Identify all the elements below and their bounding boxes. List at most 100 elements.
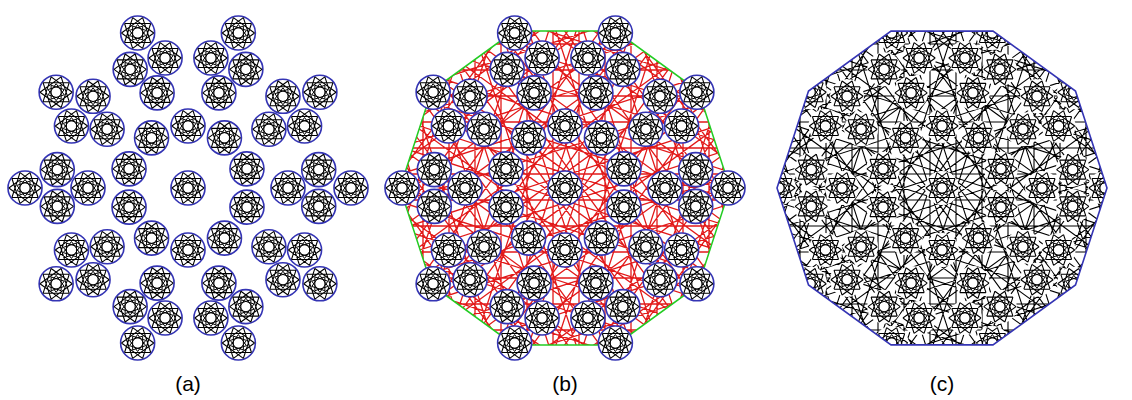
rosette bbox=[140, 76, 174, 110]
rosette bbox=[825, 171, 859, 205]
rosette bbox=[417, 189, 451, 223]
rosette bbox=[230, 152, 264, 186]
rosette bbox=[112, 152, 146, 186]
rosette bbox=[202, 266, 236, 300]
rosette bbox=[643, 79, 677, 113]
rosette bbox=[866, 190, 900, 224]
rosette bbox=[948, 41, 982, 75]
rosette bbox=[229, 290, 263, 324]
rosette bbox=[121, 326, 155, 360]
rosette bbox=[1020, 79, 1054, 113]
rosette bbox=[1042, 233, 1076, 267]
rosette bbox=[975, 326, 1009, 360]
rosette bbox=[302, 189, 336, 223]
rosette bbox=[467, 112, 501, 146]
rosette bbox=[416, 75, 450, 109]
rosette bbox=[40, 189, 74, 223]
rosette bbox=[1056, 189, 1090, 223]
rosette bbox=[665, 233, 699, 267]
rosette bbox=[889, 221, 923, 255]
rosette bbox=[584, 121, 618, 155]
rosette bbox=[643, 263, 677, 297]
rosette bbox=[431, 109, 465, 143]
rosette bbox=[266, 263, 300, 297]
rosette bbox=[584, 221, 618, 255]
rosette bbox=[525, 301, 559, 335]
rosette bbox=[525, 41, 559, 75]
rosette bbox=[221, 326, 255, 360]
rosette bbox=[302, 153, 336, 187]
rosette bbox=[135, 221, 169, 255]
rosette bbox=[889, 121, 923, 155]
rosette bbox=[54, 233, 88, 267]
rosette bbox=[571, 41, 605, 75]
rosette bbox=[416, 267, 450, 301]
rosette bbox=[579, 266, 613, 300]
rosette bbox=[207, 121, 241, 155]
rosette bbox=[113, 290, 147, 324]
rosette bbox=[808, 233, 842, 267]
line-pattern bbox=[665, 0, 1132, 400]
rosette bbox=[629, 230, 663, 264]
panel-label: (b) bbox=[552, 372, 578, 396]
rosette bbox=[679, 189, 713, 223]
rosette bbox=[39, 267, 73, 301]
rosette bbox=[498, 16, 532, 50]
rosette bbox=[762, 171, 796, 205]
rosette bbox=[680, 75, 714, 109]
rosette bbox=[711, 171, 745, 205]
rosette bbox=[148, 41, 182, 75]
rosette bbox=[866, 152, 900, 186]
rosette bbox=[867, 52, 901, 86]
rosette bbox=[230, 190, 264, 224]
rosette bbox=[448, 171, 482, 205]
rosette bbox=[1006, 112, 1040, 146]
panel-label: (c) bbox=[930, 372, 955, 396]
rosette bbox=[385, 171, 419, 205]
rosette bbox=[229, 52, 263, 86]
rosette bbox=[607, 190, 641, 224]
decagon-outline bbox=[777, 31, 1107, 345]
rosette bbox=[629, 112, 663, 146]
rosette bbox=[902, 301, 936, 335]
rosette bbox=[202, 76, 236, 110]
rosette bbox=[830, 263, 864, 297]
rosette bbox=[956, 266, 990, 300]
rosette bbox=[867, 290, 901, 324]
rosette bbox=[194, 41, 228, 75]
rosette bbox=[171, 171, 205, 205]
rosette bbox=[925, 109, 959, 143]
rosette bbox=[680, 267, 714, 301]
rosette bbox=[171, 109, 205, 143]
rosette bbox=[894, 76, 928, 110]
rosette bbox=[467, 230, 501, 264]
rosette bbox=[902, 41, 936, 75]
rosette bbox=[665, 109, 699, 143]
rosette bbox=[844, 230, 878, 264]
rosette bbox=[71, 171, 105, 205]
rosette bbox=[121, 16, 155, 50]
rosette bbox=[498, 326, 532, 360]
rosette bbox=[40, 153, 74, 187]
rosette bbox=[875, 326, 909, 360]
rosette bbox=[303, 75, 337, 109]
rosette bbox=[221, 16, 255, 50]
rosette bbox=[76, 79, 110, 113]
rosette bbox=[512, 221, 546, 255]
rosette bbox=[948, 301, 982, 335]
panel-label: (a) bbox=[175, 372, 201, 396]
rosette bbox=[303, 267, 337, 301]
rosette bbox=[983, 290, 1017, 324]
rosette bbox=[266, 79, 300, 113]
rosette bbox=[288, 233, 322, 267]
rosette bbox=[1042, 109, 1076, 143]
rosette bbox=[984, 152, 1018, 186]
rosette bbox=[830, 79, 864, 113]
rosette bbox=[794, 189, 828, 223]
rosette bbox=[489, 190, 523, 224]
rosette bbox=[794, 153, 828, 187]
rosette bbox=[925, 171, 959, 205]
rosette bbox=[112, 190, 146, 224]
rosette bbox=[113, 52, 147, 86]
rosette bbox=[606, 290, 640, 324]
